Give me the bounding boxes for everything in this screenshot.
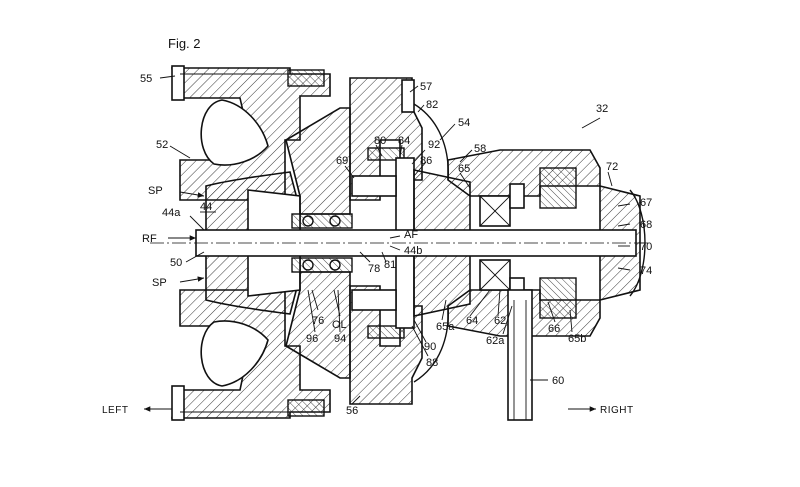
leader-lines xyxy=(144,75,631,412)
label-65b: 65b xyxy=(568,333,586,345)
label-65: 65 xyxy=(458,163,470,175)
label-68: 68 xyxy=(640,219,652,231)
turbine-housing xyxy=(171,65,331,421)
label-54: 54 xyxy=(458,117,470,129)
label-80: 80 xyxy=(374,135,386,147)
label-58: 58 xyxy=(474,143,486,155)
direction-left: LEFT xyxy=(102,405,128,416)
label-74: 74 xyxy=(640,265,652,277)
label-60: 60 xyxy=(552,375,564,387)
label-56: 56 xyxy=(346,405,358,417)
label-94: 94 xyxy=(334,333,346,345)
label-44b: 44b xyxy=(404,245,422,257)
label-82: 82 xyxy=(426,99,438,111)
label-ol: OL xyxy=(332,319,347,331)
label-55: 55 xyxy=(140,73,152,85)
label-78: 78 xyxy=(368,263,380,275)
label-52: 52 xyxy=(156,139,168,151)
label-96: 96 xyxy=(306,333,318,345)
direction-right: RIGHT xyxy=(600,405,634,416)
label-62a: 62a xyxy=(486,335,505,347)
label-sp-lower: SP xyxy=(152,277,167,289)
label-69: 69 xyxy=(336,155,348,167)
label-sp-upper: SP xyxy=(148,185,163,197)
label-72: 72 xyxy=(606,161,618,173)
label-rf: RF xyxy=(142,233,157,245)
shaft xyxy=(150,229,650,257)
pipe xyxy=(507,289,533,421)
label-62: 62 xyxy=(494,315,506,327)
label-65a: 65a xyxy=(436,321,455,333)
label-76: 76 xyxy=(312,315,324,327)
label-86: 86 xyxy=(420,155,432,167)
label-af: AF xyxy=(404,229,418,241)
label-84: 84 xyxy=(398,135,410,147)
label-57: 57 xyxy=(420,81,432,93)
label-44a: 44a xyxy=(162,207,181,219)
label-88: 88 xyxy=(426,357,438,369)
label-90: 90 xyxy=(424,341,436,353)
label-50: 50 xyxy=(170,257,182,269)
label-66: 66 xyxy=(548,323,560,335)
label-67: 67 xyxy=(640,197,652,209)
figure-title: Fig. 2 xyxy=(168,36,201,51)
label-64: 64 xyxy=(466,315,478,327)
label-32: 32 xyxy=(596,103,608,115)
center-housing xyxy=(285,107,353,379)
label-92: 92 xyxy=(428,139,440,151)
label-44: 44 xyxy=(200,201,212,213)
reference-labels: 55 57 82 54 32 52 80 84 92 69 86 58 65 7… xyxy=(102,73,652,417)
label-70: 70 xyxy=(640,241,652,253)
label-81: 81 xyxy=(384,259,396,271)
